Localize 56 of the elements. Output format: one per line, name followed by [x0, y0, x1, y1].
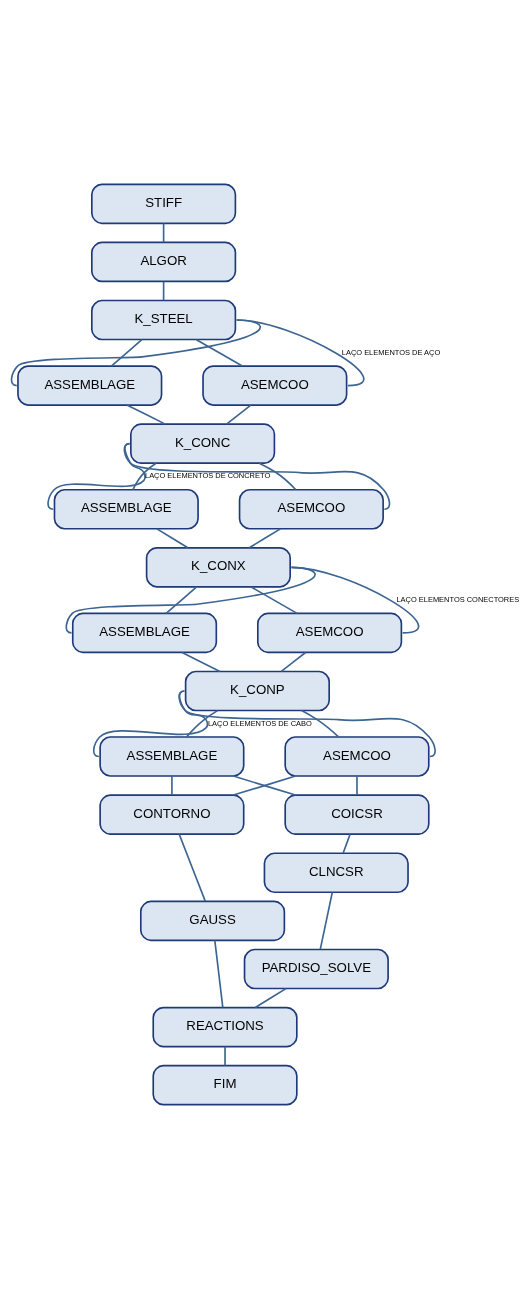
node-box: CONTORNO	[99, 794, 245, 835]
connector	[178, 690, 436, 758]
connector	[185, 709, 219, 738]
connector	[132, 462, 157, 491]
connector	[258, 462, 297, 491]
node-box: FIM	[152, 1064, 298, 1106]
connector	[126, 404, 167, 425]
node-box: ASEMCOO	[257, 612, 403, 654]
node-box: CLNCSR	[263, 852, 409, 894]
node-box: ASSEMBLAGE	[53, 488, 199, 530]
node-box: K_CONX	[145, 547, 291, 588]
connector	[65, 566, 316, 634]
node-box: ALGOR	[91, 241, 237, 283]
connector	[162, 222, 165, 243]
node-box: PARDISO_SOLVE	[243, 948, 389, 990]
edge-label: LAÇO ELEMENTOS DE AÇO	[341, 347, 441, 357]
node-box: REACTIONS	[152, 1006, 298, 1048]
edge-label: LAÇO ELEMENTOS CONECTORES	[396, 594, 520, 604]
connector	[171, 775, 173, 796]
connector	[248, 528, 282, 549]
node-box: ASEMCOO	[202, 365, 348, 406]
node-box: ASSEMBLAGE	[99, 736, 245, 777]
node-box: ASSEMBLAGE	[71, 612, 218, 654]
connector	[181, 651, 221, 673]
node-box: K_CONP	[184, 670, 330, 712]
connector	[250, 586, 298, 615]
connector	[224, 1045, 226, 1067]
node-box: ASSEMBLAGE	[17, 365, 163, 406]
node-box: K_STEEL	[91, 299, 237, 341]
connector	[10, 319, 261, 387]
node-box: GAUSS	[139, 900, 286, 942]
connector	[235, 319, 365, 387]
connector	[214, 939, 224, 1009]
connector	[290, 566, 420, 634]
connector	[123, 442, 391, 511]
connector	[280, 651, 307, 673]
connector	[254, 987, 287, 1009]
connector	[165, 586, 198, 615]
connector	[178, 833, 207, 902]
connector	[356, 775, 358, 796]
connector	[225, 404, 252, 425]
connector	[110, 338, 143, 367]
node-box: COICSR	[284, 794, 430, 835]
connector	[300, 709, 340, 738]
node-box: STIFF	[91, 183, 237, 225]
node-box: ASEMCOO	[284, 736, 430, 777]
connector	[319, 891, 334, 950]
connector	[156, 528, 189, 549]
edge-label: LAÇO ELEMENTOS DE CABO	[207, 718, 312, 728]
node-box: K_CONC	[130, 423, 276, 464]
connector	[162, 280, 165, 302]
connector	[232, 775, 297, 796]
node-box: ASEMCOO	[238, 488, 384, 530]
connector	[195, 338, 244, 367]
connector	[342, 833, 351, 854]
edge-label: LAÇO ELEMENTOS DE CONCRETO	[144, 471, 271, 481]
